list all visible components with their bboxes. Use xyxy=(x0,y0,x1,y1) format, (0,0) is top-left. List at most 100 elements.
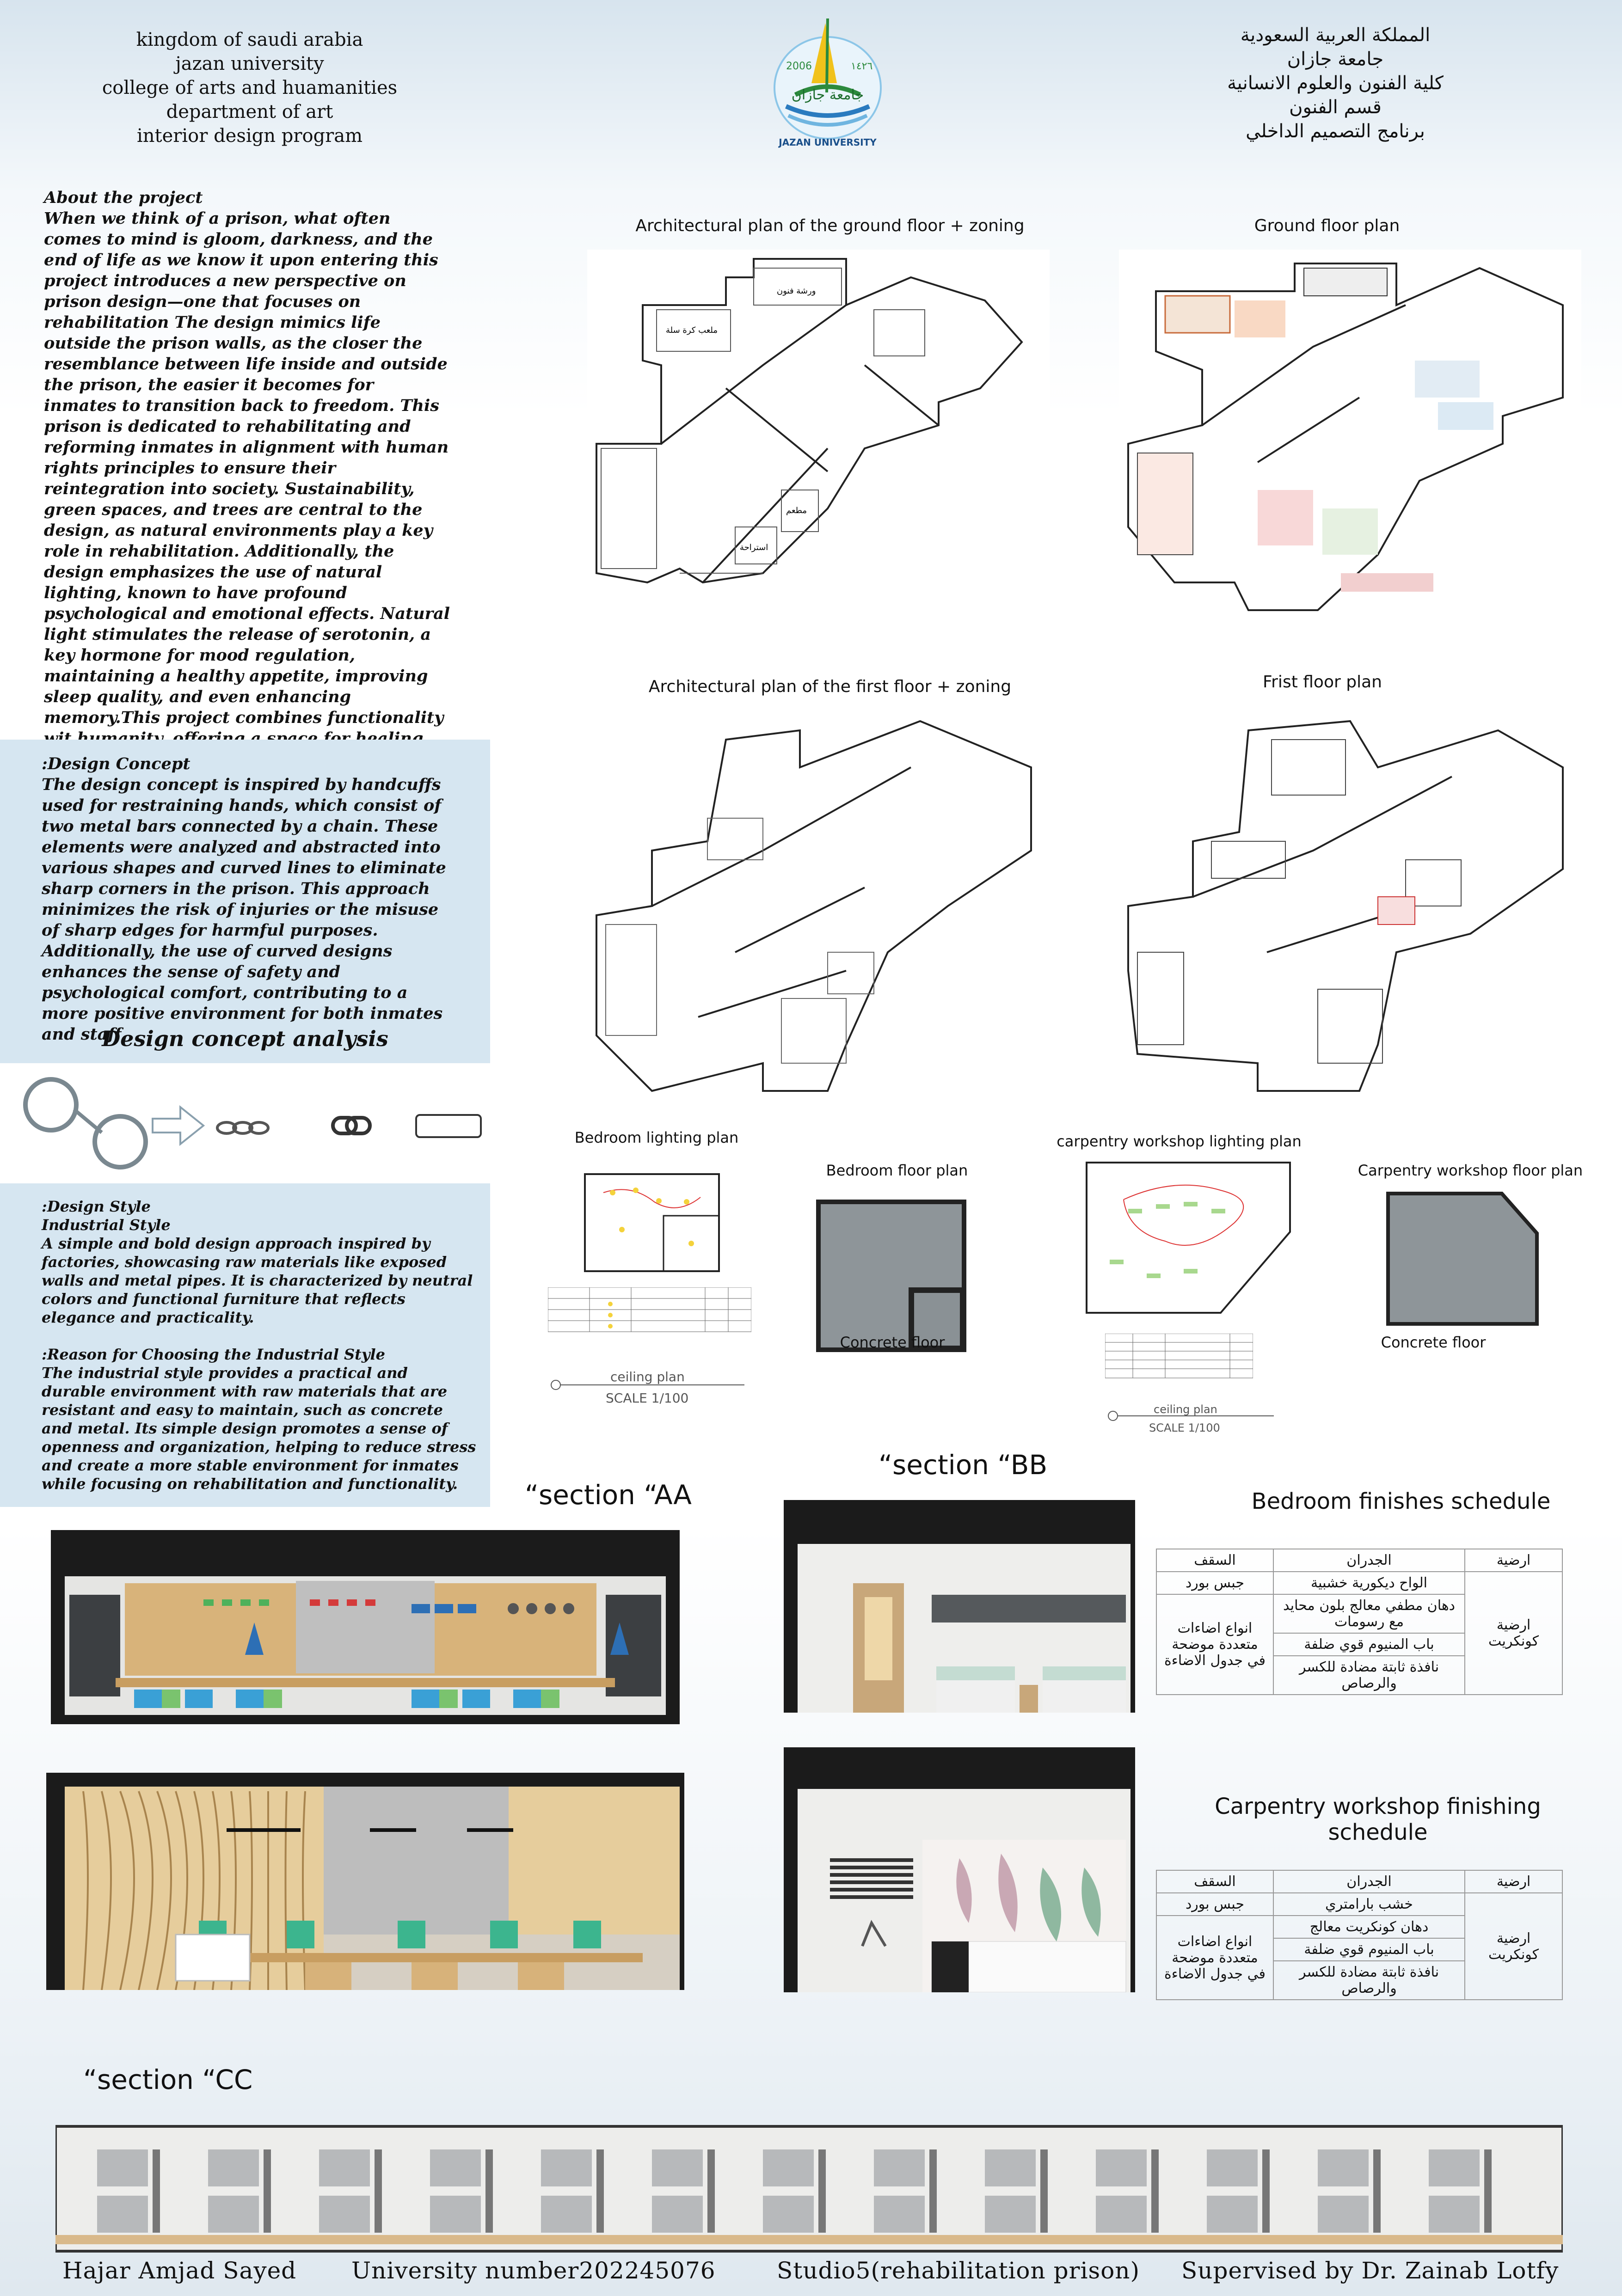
col-floor-header: ارضية xyxy=(1464,1549,1563,1572)
concrete-floor-label-2: Concrete floor xyxy=(1381,1334,1486,1351)
ceiling-cell: انواع اضاءات متعددة موضحة في جدول الاضاء… xyxy=(1156,1594,1274,1695)
style-bg xyxy=(0,1183,490,1507)
header-arabic: المملكة العربية السعودية جامعة جازان كلي… xyxy=(1104,23,1567,143)
abstract-bar-icon xyxy=(415,1114,482,1138)
wall-cell: باب المنيوم قوي ضلفة xyxy=(1272,1633,1466,1656)
style-subheading: Industrial Style xyxy=(42,1216,171,1234)
footer-uni-number: University number202245076 xyxy=(351,2257,716,2284)
bedroom-floor-title: Bedroom floor plan xyxy=(826,1162,968,1179)
bedroom-schedule: ارضية الجدران السقف ارضية كونكريت الواح … xyxy=(1156,1549,1563,1695)
ground-floor-plan xyxy=(1119,250,1581,619)
ceiling-cell: جبس بورد xyxy=(1156,1892,1274,1916)
concept-analysis-title: Design concept analysis xyxy=(102,1026,388,1051)
section-aa-render-1 xyxy=(51,1530,680,1724)
header-ar-line: قسم الفنون xyxy=(1289,97,1382,118)
header-ar-line: كلية الفنون والعلوم الانسانية xyxy=(1227,73,1444,94)
style-body: A simple and bold design approach inspir… xyxy=(42,1235,473,1326)
header-ar-line: المملكة العربية السعودية xyxy=(1240,24,1431,46)
carpentry-schedule: ارضية الجدران السقف ارضية كونكريت خشب با… xyxy=(1156,1870,1563,2000)
header-en-line: kingdom of saudi arabia xyxy=(136,29,363,50)
carpentry-lighting-title: carpentry workshop lighting plan xyxy=(1057,1133,1302,1150)
header-en-line: department of art xyxy=(166,101,333,122)
arrow-icon xyxy=(152,1105,205,1146)
floor-cell: ارضية كونكريت xyxy=(1464,1571,1563,1695)
carpentry-schedule-table: ارضية الجدران السقف ارضية كونكريت خشب با… xyxy=(1156,1870,1563,2000)
carpentry-lighting-legend xyxy=(1105,1333,1253,1380)
handcuff-icon xyxy=(23,1077,148,1169)
footer-supervisor: Supervised by Dr. Zainab Lotfy xyxy=(1181,2257,1559,2284)
ceiling-plan-text: ceiling plan xyxy=(1154,1403,1217,1416)
section-bb-render-1 xyxy=(784,1500,1135,1713)
wall-cell: دهان مطفي معالج بلون محايد مع رسومات xyxy=(1272,1594,1466,1634)
header-en-line: interior design program xyxy=(136,125,363,147)
ground-zoning-title: Architectural plan of the ground floor +… xyxy=(635,216,1025,235)
section-aa-render-2 xyxy=(46,1773,684,1990)
col-walls-header: الجدران xyxy=(1272,1870,1466,1893)
header-en-line: college of arts and huamanities xyxy=(102,77,398,98)
section-bb-render-2 xyxy=(784,1747,1135,1993)
concept-analysis-diagram xyxy=(9,1063,490,1183)
wall-cell: خشب بارامتري xyxy=(1272,1892,1466,1916)
zone-label: مطعم xyxy=(786,506,807,515)
header-ar-line: برنامج التصميم الداخلي xyxy=(1246,121,1425,142)
concept-bg xyxy=(0,740,490,1063)
section-bb-title: “section “BB xyxy=(879,1449,1048,1481)
first-plan-title: Frist floor plan xyxy=(1263,673,1382,692)
carpentry-floor-title: Carpentry workshop floor plan xyxy=(1358,1162,1583,1179)
concept-body: The design concept is inspired by handcu… xyxy=(42,775,446,1044)
first-zoning-plan xyxy=(587,712,1050,1100)
wall-cell: باب المنيوم قوي ضلفة xyxy=(1272,1938,1466,1961)
logo-year-left: 2006 xyxy=(786,61,812,72)
wall-cell: دهان كونكريت معالج xyxy=(1272,1915,1466,1939)
link-icon xyxy=(331,1116,372,1135)
jazan-university-logo: 2006 ١٤٢٦ جامعة جازان JAZAN UNIVERSITY xyxy=(768,14,888,153)
footer-author: Hajar Amjad Sayed xyxy=(62,2257,297,2284)
ceiling-plan-label-1: ceiling plan SCALE 1/100 xyxy=(550,1368,744,1410)
style-heading: :Design Style xyxy=(42,1198,151,1215)
ceiling-plan-text: ceiling plan xyxy=(610,1369,685,1384)
carpentry-concrete-floor-swatch xyxy=(1386,1192,1539,1326)
concept-heading: :Design Concept xyxy=(42,754,190,773)
bedroom-schedule-title: Bedroom finishes schedule xyxy=(1251,1488,1551,1514)
bedroom-lighting-title: Bedroom lighting plan xyxy=(574,1129,739,1146)
bedroom-lighting-legend xyxy=(547,1287,752,1334)
scale-text: SCALE 1/100 xyxy=(1149,1421,1220,1434)
scale-text: SCALE 1/100 xyxy=(606,1390,688,1406)
bedroom-lighting-plan xyxy=(576,1165,724,1276)
col-walls-header: الجدران xyxy=(1272,1549,1466,1572)
header-en-line: jazan university xyxy=(175,53,324,74)
floor-cell: ارضية كونكريت xyxy=(1464,1892,1563,2000)
concrete-floor-label-1: Concrete floor xyxy=(840,1334,945,1351)
style-reason-heading: :Reason for Choosing the Industrial Styl… xyxy=(42,1346,386,1363)
chain-icon xyxy=(216,1121,270,1135)
ceiling-cell: انواع اضاءات متعددة موضحة في جدول الاضاء… xyxy=(1156,1915,1274,2000)
about-body: When we think of a prison, what often co… xyxy=(44,209,450,769)
wall-cell: نافذة ثابتة مضادة للكسر والرصاص xyxy=(1272,1960,1466,2000)
section-aa-title: “section “AA xyxy=(525,1479,692,1511)
wall-cell: الواح ديكورية خشبية xyxy=(1272,1571,1466,1595)
bedroom-schedule-table: ارضية الجدران السقف ارضية كونكريت الواح … xyxy=(1156,1549,1563,1695)
ground-zoning-plan: ورشة فنون ملعب كرة سلة مطعم استراحة xyxy=(587,250,1050,619)
section-cc-title: “section “CC xyxy=(83,2064,253,2095)
zone-label: استراحة xyxy=(740,543,768,552)
header-ar-line: جامعة جازان xyxy=(1287,49,1384,70)
about-heading: About the project xyxy=(44,188,203,207)
footer-studio: Studio5(rehabilitation prison) xyxy=(777,2257,1140,2284)
zone-label: ورشة فنون xyxy=(777,286,816,296)
ground-plan-title: Ground floor plan xyxy=(1254,216,1400,235)
carpentry-schedule-title: Carpentry workshop finishing schedule xyxy=(1215,1794,1541,1845)
logo-year-right: ١٤٢٦ xyxy=(851,61,872,72)
logo-name: JAZAN UNIVERSITY xyxy=(778,137,877,148)
section-cc-render xyxy=(54,2117,1564,2256)
ceiling-plan-label-2: ceiling plan SCALE 1/100 xyxy=(1107,1403,1274,1440)
header-english: kingdom of saudi arabia jazan university… xyxy=(83,28,416,148)
style-reason-body: The industrial style provides a practica… xyxy=(42,1364,476,1493)
first-floor-plan xyxy=(1119,712,1581,1100)
zone-label: ملعب كرة سلة xyxy=(666,325,718,335)
logo-arabic: جامعة جازان xyxy=(792,87,864,103)
bedroom-concrete-floor-swatch xyxy=(816,1200,966,1352)
concept-panel: :Design Concept The design concept is in… xyxy=(42,753,449,1045)
col-ceiling-header: السقف xyxy=(1156,1870,1274,1893)
about-panel: About the project When we think of a pri… xyxy=(44,187,451,770)
carpentry-lighting-plan xyxy=(1082,1158,1295,1317)
